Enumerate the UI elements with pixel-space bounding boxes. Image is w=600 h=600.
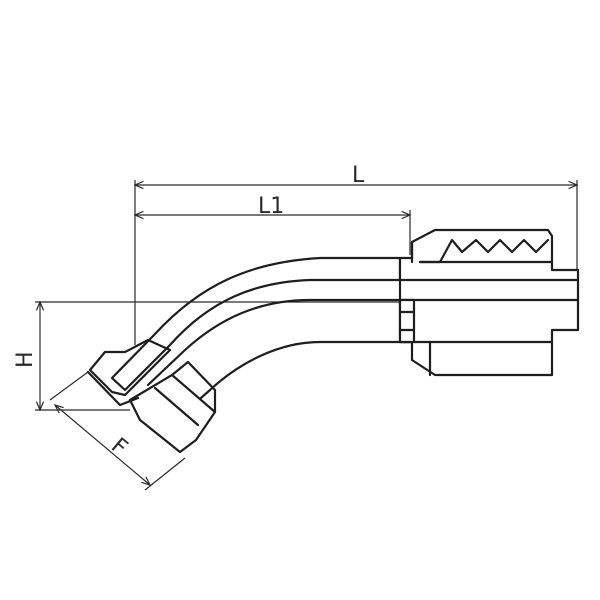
dimension-label-h: H [13, 351, 38, 368]
ferrule-socket [398, 228, 580, 377]
dimension-l1: L1 [135, 194, 410, 255]
elbow-tube [110, 256, 402, 414]
dimension-label-l1: L1 [258, 194, 284, 219]
dimension-h: H [13, 302, 440, 410]
dimension-label-f: F [106, 433, 132, 460]
dimension-l: L [135, 163, 577, 345]
dimension-label-l: L [352, 163, 365, 188]
flange-head [86, 338, 217, 454]
